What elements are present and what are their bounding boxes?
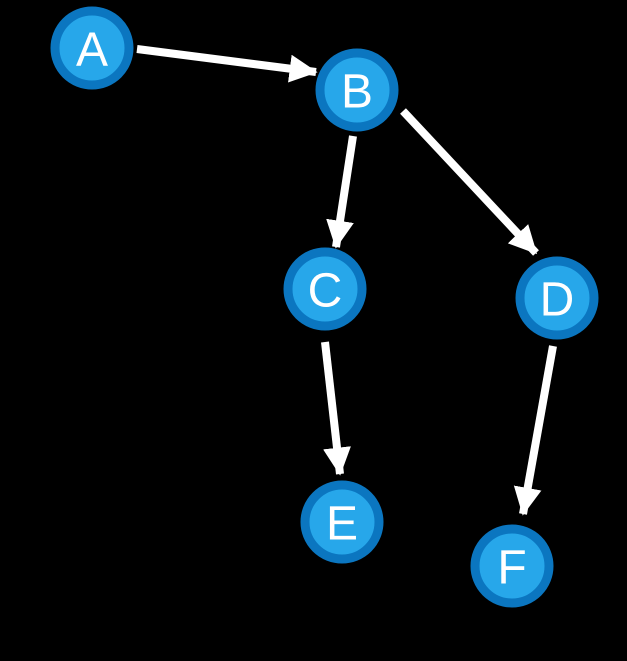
node-circle-E[interactable]	[300, 480, 384, 564]
graph-node-A[interactable]: A	[50, 6, 134, 90]
graph-node-B[interactable]: B	[315, 48, 399, 132]
edges-layer	[136, 45, 557, 516]
edge-A-B[interactable]	[136, 45, 318, 83]
graph-node-E[interactable]: E	[300, 480, 384, 564]
node-circle-F[interactable]	[470, 524, 554, 608]
graph-node-C[interactable]: C	[283, 247, 367, 331]
node-circle-D[interactable]	[515, 256, 599, 340]
graph-node-D[interactable]: D	[515, 256, 599, 340]
edge-B-D[interactable]	[400, 108, 539, 256]
node-circle-C[interactable]	[283, 247, 367, 331]
node-circle-A[interactable]	[50, 6, 134, 90]
edge-D-F[interactable]	[513, 345, 557, 516]
graph-node-F[interactable]: F	[470, 524, 554, 608]
nodes-layer: A B C D E F	[50, 6, 599, 608]
node-circle-B[interactable]	[315, 48, 399, 132]
edge-C-E[interactable]	[321, 341, 351, 476]
edge-B-C[interactable]	[326, 135, 357, 249]
